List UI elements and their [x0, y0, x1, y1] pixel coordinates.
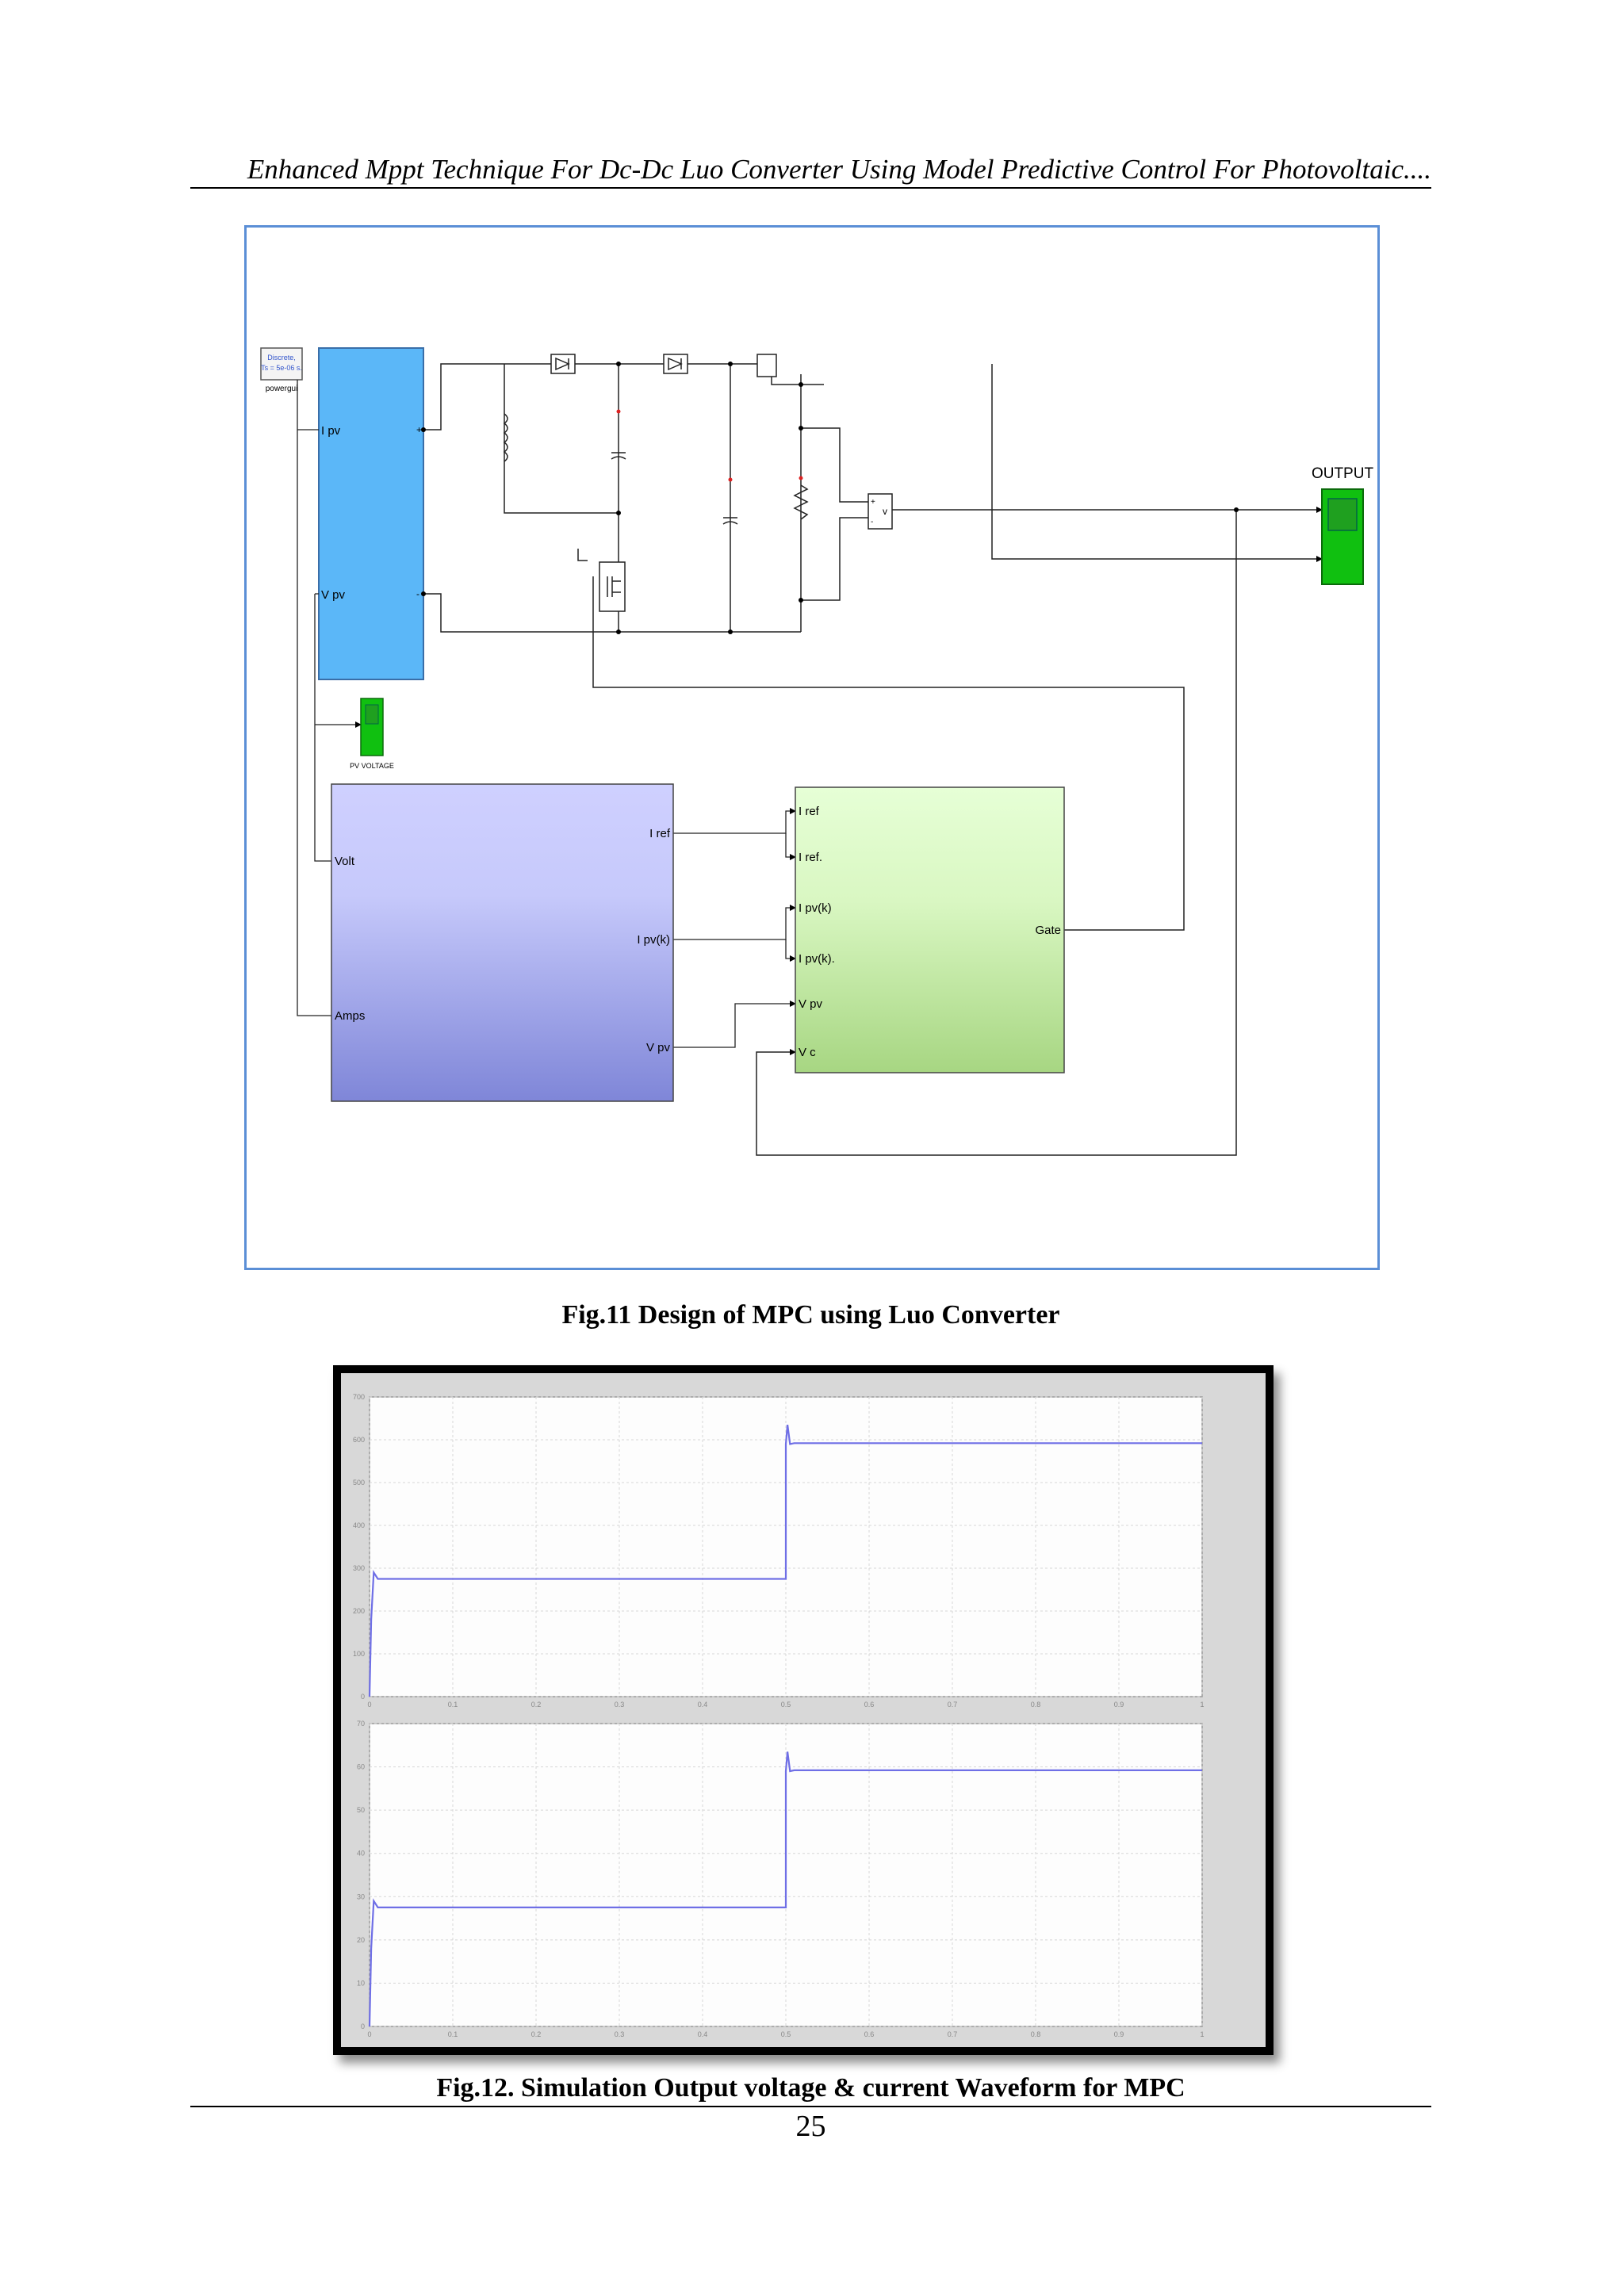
mpc-port-vc: V c [799, 1046, 816, 1059]
simulink-diagram: Discrete, Ts = 5e-06 s. powergui I pv V … [260, 347, 1374, 1156]
figure12-caption: Fig.12. Simulation Output voltage & curr… [436, 2073, 1185, 2103]
pv-port-ipv: I pv [321, 424, 341, 438]
waveform-series [368, 1751, 1202, 2027]
pv-scope-label: PV VOLTAGE [350, 762, 394, 770]
x-tick-label: 0.2 [531, 2030, 542, 2038]
x-tick-label: 0 [367, 2030, 371, 2038]
powergui-label: powergui [266, 385, 298, 393]
output-scope-label: OUTPUT [1312, 465, 1374, 482]
powergui-line2: Ts = 5e-06 s. [261, 364, 302, 372]
output-scope[interactable]: OUTPUT [1312, 465, 1374, 585]
pv-array-block[interactable]: I pv V pv + - [318, 347, 424, 680]
y-tick-label: 40 [357, 1850, 365, 1858]
running-header: Enhanced Mppt Technique For Dc-Dc Luo Co… [247, 154, 1431, 185]
powergui-block[interactable]: Discrete, Ts = 5e-06 s. powergui [260, 347, 303, 393]
x-tick-label: 0.5 [781, 1701, 791, 1709]
mpc-port-ipvk2: I pv(k). [799, 952, 835, 966]
x-tick-label: 1 [1200, 1701, 1204, 1709]
pv-voltage-scope[interactable]: PV VOLTAGE [350, 698, 394, 770]
y-tick-label: 500 [353, 1479, 365, 1487]
x-tick-label: 0 [367, 1701, 371, 1709]
current-measurement-block[interactable] [756, 354, 777, 377]
x-tick-label: 0.6 [864, 1701, 875, 1709]
load-resistor[interactable] [793, 484, 809, 520]
mppt-port-volt: Volt [335, 855, 355, 868]
mppt-port-vpv: V pv [646, 1041, 671, 1054]
x-tick-label: 0.8 [1031, 1701, 1041, 1709]
x-tick-label: 0.2 [531, 1701, 542, 1709]
svg-text:+: + [416, 424, 422, 435]
powergui-line1: Discrete, [267, 354, 296, 362]
figure11-caption: Fig.11 Design of MPC using Luo Converter [561, 1300, 1060, 1330]
mppt-subsystem-block[interactable]: Volt Amps I ref I pv(k) V pv [331, 783, 674, 1102]
capacitor-c2[interactable] [722, 517, 738, 525]
y-tick-label: 70 [357, 1720, 365, 1728]
x-tick-label: 0.3 [615, 1701, 625, 1709]
mpc-port-ipvk: I pv(k) [799, 901, 832, 915]
x-tick-label: 0.9 [1114, 1701, 1124, 1709]
diode-d1[interactable] [550, 354, 576, 374]
voltage-plot: 0 0.1 0.2 0.3 0.4 0.5 0.6 0.7 0.8 0.9 1 0 100 200 300 4… [353, 1393, 1205, 1709]
capacitor-c1[interactable] [611, 452, 626, 460]
svg-text:-: - [416, 588, 419, 599]
mppt-port-iref: I ref [649, 827, 671, 840]
x-tick-label: 0.9 [1114, 2030, 1124, 2038]
inductor-l1[interactable] [503, 413, 508, 462]
x-tick-label: 0.7 [948, 2030, 958, 2038]
x-tick-label: 0.4 [698, 1701, 708, 1709]
y-tick-label: 100 [353, 1650, 365, 1658]
y-tick-label: 0 [361, 1693, 365, 1701]
y-tick-label: 50 [357, 1806, 365, 1814]
y-tick-label: 60 [357, 1763, 365, 1771]
x-tick-label: 1 [1200, 2030, 1204, 2038]
x-tick-label: 0.6 [864, 2030, 875, 2038]
y-tick-label: 700 [353, 1393, 365, 1401]
voltage-measurement-block[interactable]: v + - [868, 493, 893, 530]
page-number: 25 [795, 2110, 826, 2143]
diode-d2[interactable] [663, 354, 688, 374]
y-tick-label: 30 [357, 1892, 365, 1900]
mpc-subsystem-block[interactable]: I ref I ref. I pv(k) I pv(k). V pv V c G… [795, 786, 1065, 1073]
mpc-port-gate: Gate [1035, 924, 1061, 937]
x-tick-label: 0.4 [698, 2030, 708, 2038]
mppt-port-amps: Amps [335, 1009, 365, 1023]
header-rule [190, 187, 1431, 189]
mppt-port-ipvk: I pv(k) [637, 933, 670, 947]
x-tick-label: 0.7 [948, 1701, 958, 1709]
x-tick-label: 0.3 [615, 2030, 625, 2038]
y-tick-label: 10 [357, 1979, 365, 1987]
svg-text:-: - [871, 518, 873, 526]
x-tick-label: 0.8 [1031, 2030, 1041, 2038]
svg-text:+: + [871, 498, 875, 507]
x-tick-label: 0.1 [448, 1701, 458, 1709]
y-tick-label: 300 [353, 1564, 365, 1572]
y-tick-label: 600 [353, 1436, 365, 1444]
mpc-port-vpv: V pv [799, 997, 823, 1011]
simulink-model-figure: Discrete, Ts = 5e-06 s. powergui I pv V … [244, 225, 1380, 1270]
y-tick-label: 200 [353, 1607, 365, 1615]
y-tick-label: 20 [357, 1936, 365, 1944]
mosfet-switch[interactable] [599, 561, 626, 612]
waveform-series [368, 1424, 1202, 1697]
junction-dots [421, 362, 1239, 634]
voltmeter-label: v [883, 506, 887, 517]
power-circuit-wiring [423, 363, 1323, 1156]
pv-port-vpv: V pv [321, 588, 346, 602]
x-tick-label: 0.1 [448, 2030, 458, 2038]
y-tick-label: 0 [361, 2022, 365, 2030]
y-tick-label: 400 [353, 1521, 365, 1529]
x-tick-label: 0.5 [781, 2030, 791, 2038]
mpc-port-iref: I ref [799, 805, 820, 818]
footer-rule [190, 2106, 1431, 2107]
mpc-port-iref2: I ref. [799, 851, 822, 864]
